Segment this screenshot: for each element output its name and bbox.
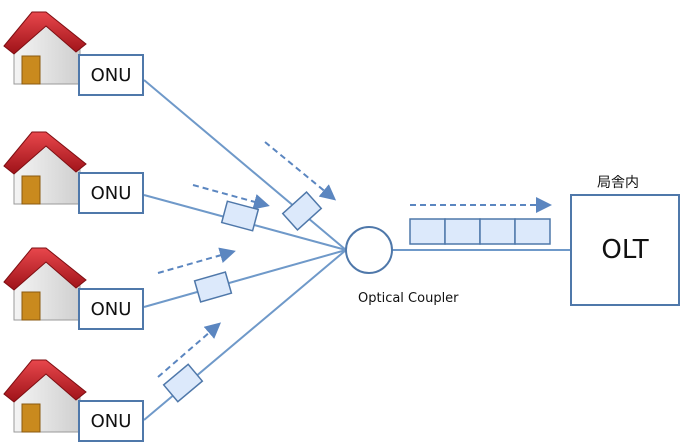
onu-label: ONU bbox=[90, 298, 132, 320]
packet-icon bbox=[220, 200, 260, 232]
olt-location-label: 局舎内 bbox=[597, 175, 639, 191]
onu-box-1: ONU bbox=[78, 54, 144, 96]
onu-label: ONU bbox=[90, 410, 132, 432]
direction-arrow-2 bbox=[192, 184, 270, 210]
house-icon bbox=[3, 11, 87, 85]
coupler-label: Optical Coupler bbox=[358, 291, 459, 306]
packet-icon bbox=[479, 218, 516, 245]
onu-box-4: ONU bbox=[78, 400, 144, 442]
olt-label: OLT bbox=[601, 235, 649, 265]
packet-icon bbox=[514, 218, 551, 245]
onu-label: ONU bbox=[90, 64, 132, 86]
packet-icon bbox=[281, 191, 323, 231]
direction-arrow-1 bbox=[264, 141, 337, 201]
onu-box-3: ONU bbox=[78, 288, 144, 330]
fiber-line-1 bbox=[143, 79, 347, 251]
onu-label: ONU bbox=[90, 182, 132, 204]
house-icon bbox=[3, 359, 87, 433]
fiber-line-3 bbox=[143, 249, 347, 308]
direction-arrow-3 bbox=[157, 247, 236, 274]
packet-icon bbox=[162, 363, 204, 403]
packet-icon bbox=[444, 218, 481, 245]
direction-arrow-4 bbox=[157, 322, 222, 378]
house-icon bbox=[3, 247, 87, 321]
house-icon bbox=[3, 131, 87, 205]
packet-icon bbox=[409, 218, 446, 245]
onu-box-2: ONU bbox=[78, 172, 144, 214]
packet-icon bbox=[193, 271, 233, 303]
optical-coupler bbox=[345, 226, 393, 274]
olt-box: OLT bbox=[570, 194, 680, 306]
